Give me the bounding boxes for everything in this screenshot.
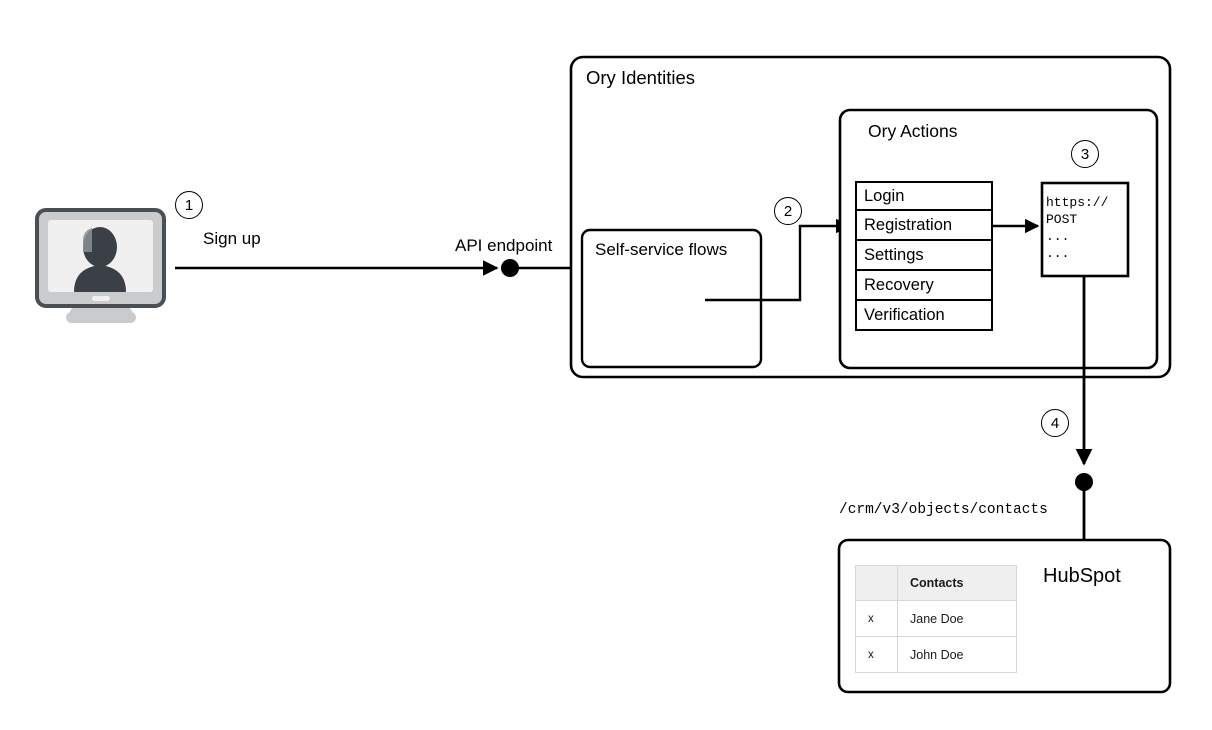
row-name-cell: John Doe [897, 636, 1017, 673]
table-header-contacts: Contacts [897, 565, 1017, 601]
hubspot-endpoint-dot [1075, 473, 1093, 491]
api-endpoint-dot [501, 259, 519, 277]
flow-item-registration[interactable]: Registration [855, 211, 993, 241]
table-row[interactable]: x Jane Doe [855, 600, 1017, 637]
hubspot-contacts-table: Contacts x Jane Doe x John Doe [855, 565, 1017, 673]
self-service-to-registration-connector [705, 218, 851, 302]
flow-item-settings[interactable]: Settings [855, 241, 993, 271]
row-name-cell: Jane Doe [897, 600, 1017, 637]
flow-item-verification[interactable]: Verification [855, 301, 993, 331]
webhook-code-line-2: POST [1046, 212, 1078, 227]
webhook-code-line-1: https:// [1046, 195, 1109, 210]
row-flag-cell: x [855, 600, 898, 637]
ory-identities-title: Ory Identities [586, 67, 695, 88]
step-number-3: 3 [1071, 140, 1099, 168]
ory-actions-title: Ory Actions [868, 121, 958, 141]
table-row[interactable]: x John Doe [855, 636, 1017, 673]
flow-item-recovery[interactable]: Recovery [855, 271, 993, 301]
webhook-code-line-3: ... [1046, 229, 1070, 244]
row-flag-cell: x [855, 636, 898, 673]
flow-item-login[interactable]: Login [855, 181, 993, 211]
step-number-4: 4 [1041, 409, 1069, 437]
signup-label: Sign up [203, 229, 261, 248]
user-monitor-icon [35, 208, 166, 323]
hubspot-title: HubSpot [1043, 565, 1121, 587]
table-header-blank [855, 565, 898, 601]
step-number-1: 1 [175, 191, 203, 219]
step-number-2: 2 [774, 197, 802, 225]
self-service-flows-box [580, 228, 763, 369]
webhook-box [1040, 181, 1130, 278]
table-header-row: Contacts [855, 565, 1017, 601]
hubspot-endpoint-path: /crm/v3/objects/contacts [839, 502, 1048, 518]
webhook-code-line-4: ... [1046, 246, 1070, 261]
self-service-flows-title: Self-service flows [595, 240, 728, 259]
api-endpoint-label: API endpoint [455, 236, 553, 255]
